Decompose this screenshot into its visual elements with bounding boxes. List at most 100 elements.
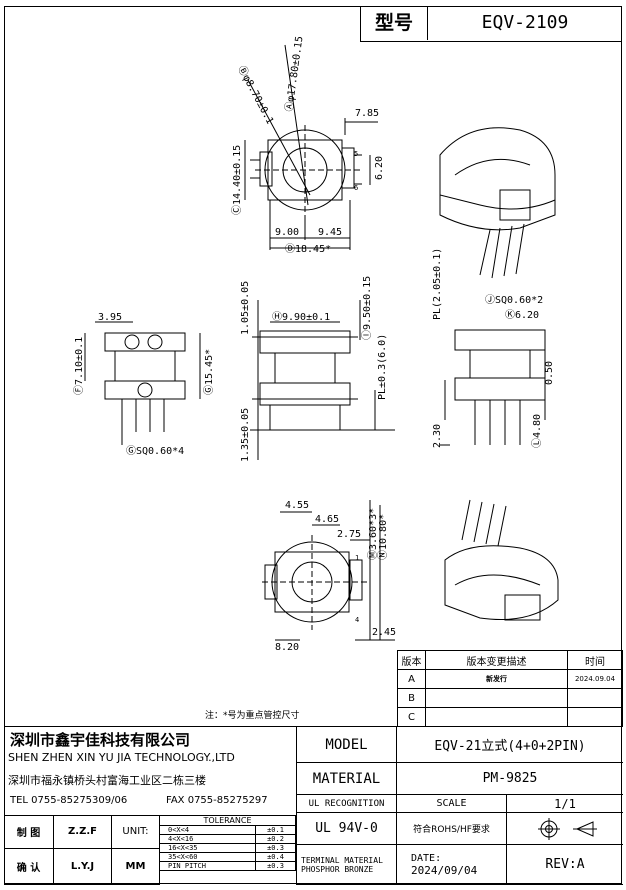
made-by: Z.Z.F — [54, 815, 112, 849]
dim-left-sq: ⒼSQ0.60*4 — [126, 445, 184, 457]
check-by: L.Y.J — [54, 849, 112, 885]
dim-top-945: 9.45 — [318, 227, 342, 238]
top-pin5: 5 — [354, 150, 358, 158]
date-cell: DATE: 2024/09/04 — [397, 845, 507, 885]
tol-range-1: 4<X<16 — [160, 835, 256, 844]
type-header: 型号 EQV-2109 — [360, 6, 622, 42]
dim-right-pl: PL(2.05±0.1) — [432, 248, 443, 320]
tol-value-2: ±0.3 — [256, 844, 296, 853]
top-view — [244, 44, 378, 250]
terminal-value: PHOSPHOR BRONZE — [301, 864, 374, 874]
dim-top-900: 9.00 — [275, 227, 299, 238]
spec-block: MODEL EQV-21立式(4+0+2PIN) MATERIAL PM-982… — [296, 727, 623, 885]
dim-bot-455: 4.55 — [285, 500, 309, 511]
dim-mid-h: Ⓗ9.90±0.1 — [272, 311, 330, 323]
projection-symbol — [507, 813, 623, 845]
rev-head-desc: 版本变更描述 — [426, 651, 568, 670]
rev-a-date: 2024.09.04 — [568, 670, 623, 689]
front-view — [250, 300, 395, 460]
model-value: EQV-21立式(4+0+2PIN) — [397, 727, 623, 763]
made-label: 制 图 — [4, 815, 54, 849]
rev-b-ver: B — [398, 689, 426, 708]
dim-top-785: 7.85 — [355, 108, 379, 119]
tol-range-0: 0<X<4 — [160, 826, 256, 835]
company-fax: FAX 0755-85275297 — [166, 795, 268, 806]
dim-bot-m: Ⓜ3.60*3* — [367, 508, 379, 560]
dim-top-c: Ⓒ14.40±0.15 — [231, 145, 243, 215]
dim-bot-n: Ⓝ10.80* — [377, 514, 389, 560]
tol-range-2: 16<X<35 — [160, 844, 256, 853]
drawing-frame — [4, 6, 622, 884]
rev-c-desc — [426, 708, 568, 727]
dim-top-620: 6.20 — [374, 156, 385, 180]
terminal-material: TERMINAL MATERIAL PHOSPHOR BRONZE — [297, 845, 397, 885]
dim-bot-275: 2.75 — [337, 529, 361, 540]
dim-top-d: Ⓓ18.45* — [285, 243, 331, 255]
rev-b-date — [568, 689, 623, 708]
tolerance-title: TOLERANCE — [160, 815, 296, 826]
tol-value-4: ±0.3 — [256, 862, 296, 871]
tol-value-1: ±0.2 — [256, 835, 296, 844]
bot-pin4: 4 — [355, 616, 359, 624]
check-label: 确 认 — [4, 849, 54, 885]
rev-a-desc: 新发行 — [426, 670, 568, 689]
projection-icon — [538, 817, 597, 840]
dim-mid-135: 1.35±0.05 — [240, 408, 251, 462]
rev-b-desc — [426, 689, 568, 708]
bot-pin1: 1 — [355, 554, 359, 562]
scale-label: SCALE — [397, 795, 507, 813]
rohs-note: 符合ROHS/HF要求 — [397, 813, 507, 845]
tol-range-4: PIN PITCH — [160, 862, 256, 871]
dim-mid-105: 1.05±0.05 — [240, 281, 251, 335]
unit-value: MM — [112, 849, 160, 885]
dim-right-050: 0.50 — [544, 361, 555, 385]
side-view-right — [440, 329, 546, 446]
top-pin6: 6 — [354, 184, 358, 192]
dim-right-j: ⒿSQ0.60*2 — [485, 294, 543, 306]
terminal-label: TERMINAL MATERIAL — [301, 855, 383, 865]
date-value: 2024/09/04 — [411, 863, 478, 877]
unit-label: UNIT: — [112, 815, 160, 849]
date-label: DATE: — [411, 852, 442, 864]
tol-value-3: ±0.4 — [256, 853, 296, 862]
title-block: 深圳市鑫宇佳科技有限公司 SHEN ZHEN XIN YU JIA TECHNO… — [4, 726, 623, 885]
iso-view-bottom — [444, 499, 559, 621]
dim-bot-820: 8.20 — [275, 642, 299, 653]
type-label: 型号 — [361, 6, 428, 40]
rev-head-date: 时间 — [568, 651, 623, 670]
note: 注：*号为重点管控尺寸 — [205, 711, 300, 721]
model-label: MODEL — [297, 727, 397, 763]
company-name-cn: 深圳市鑫宇佳科技有限公司 — [10, 731, 191, 749]
tol-range-3: 35<X<60 — [160, 853, 256, 862]
dim-left-f: Ⓕ7.10±0.1 — [73, 337, 85, 395]
revision-table: 版本 版本变更描述 时间 A 新发行 2024.09.04 B C — [397, 650, 623, 727]
dim-right-230: 2.30 — [432, 424, 443, 448]
dim-top-b: Ⓑφ8.70±0.1 — [235, 64, 276, 126]
dim-mid-pl: PL±0.3(6.0) — [377, 334, 388, 400]
ul-value: UL 94V-0 — [297, 813, 397, 845]
side-view-left — [84, 321, 201, 445]
dim-top-a: Ⓐφ17.80±0.15 — [283, 35, 305, 112]
dim-mid-i: Ⓘ9.50±0.15 — [361, 276, 373, 340]
material-label: MATERIAL — [297, 763, 397, 795]
iso-view-top — [439, 127, 556, 279]
company-tel: TEL 0755-85275309/06 — [10, 795, 128, 806]
ul-label: UL RECOGNITION — [297, 795, 397, 813]
rev-a-ver: A — [398, 670, 426, 689]
dim-left-g: Ⓖ15.45* — [203, 349, 215, 395]
rev-c-date — [568, 708, 623, 727]
type-value: EQV-2109 — [481, 12, 569, 33]
rev-head-ver: 版本 — [398, 651, 426, 670]
dim-left-395: 3.95 — [98, 312, 122, 323]
dim-right-k: Ⓚ6.20 — [505, 309, 539, 321]
divider — [4, 815, 296, 816]
scale-value: 1/1 — [507, 795, 623, 813]
rev-c-ver: C — [398, 708, 426, 727]
dim-bot-465: 4.65 — [315, 514, 339, 525]
rev-value: REV:A — [507, 845, 623, 885]
company-name-en: SHEN ZHEN XIN YU JIA TECHNOLOGY.,LTD — [8, 751, 235, 764]
bottom-view — [262, 500, 395, 641]
dim-bot-245: 2.45 — [372, 627, 396, 638]
dim-right-l: Ⓛ4.80 — [531, 414, 543, 448]
